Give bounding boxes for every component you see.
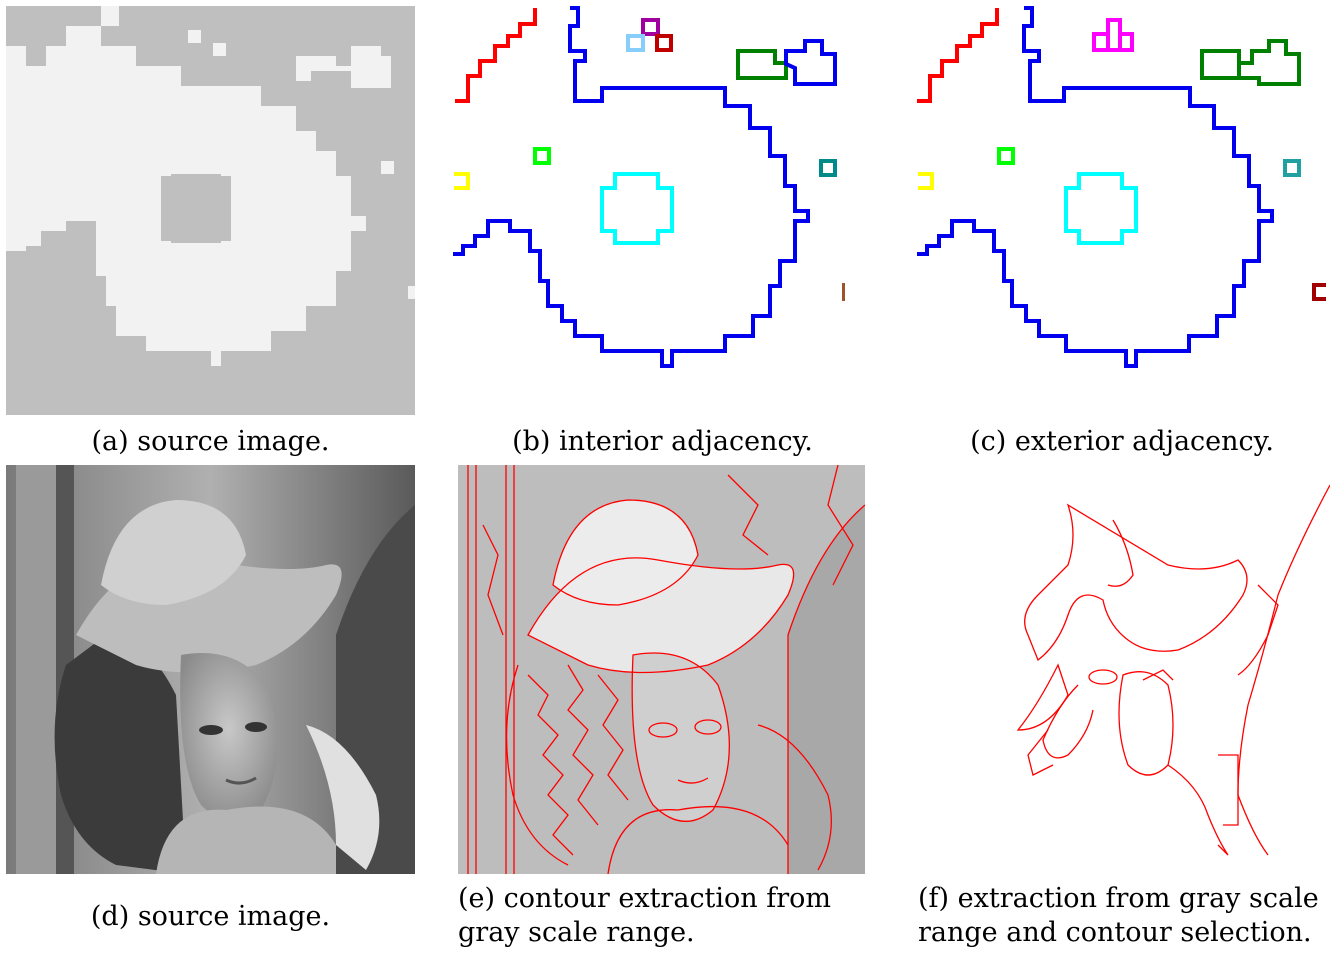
panel-e-contour-extraction (458, 465, 865, 874)
selected-contour-hat-inner (1107, 519, 1134, 587)
hat-crown (101, 500, 246, 605)
contour-yellow (454, 172, 470, 190)
selected-contour-feather (1237, 584, 1279, 676)
selected-contour-right-edge (1237, 484, 1330, 856)
caption-a: (a) source image. (91, 426, 330, 457)
hair-mass (54, 635, 186, 874)
contour-lightblue (626, 34, 645, 52)
eye-right (245, 722, 267, 732)
panel-c-exterior-adjacency (912, 6, 1332, 415)
contour-green-combined (1200, 39, 1301, 86)
contour-lime (997, 147, 1015, 165)
caption-e: (e) contour extraction from gray scale r… (458, 882, 865, 950)
contour-magenta-inner (1106, 34, 1122, 50)
selected-contour-face (1118, 671, 1174, 776)
selected-contour-eye-right (1142, 669, 1174, 681)
caption-e-line1: (e) contour extraction from (458, 883, 832, 914)
panel-a-source-binary-image (6, 6, 415, 415)
caption-f-line1: (f) extraction from gray scale (918, 883, 1319, 914)
contour-darkred (655, 34, 673, 52)
caption-f: (f) extraction from gray scale range and… (918, 882, 1330, 950)
contour-green (736, 49, 788, 80)
caption-b: (b) interior adjacency. (512, 426, 813, 457)
contour-lime (533, 147, 551, 165)
selected-contour-eye (1088, 669, 1118, 685)
binary-hole (161, 176, 231, 241)
panel-f-selected-contours (918, 465, 1330, 874)
overlay-right-region (788, 505, 865, 874)
panel-d-source-grayscale-image (6, 465, 415, 874)
selected-contour-face-lower (1167, 764, 1229, 856)
contour-cyan-hole (600, 172, 674, 245)
contour-teal (819, 159, 837, 177)
caption-f-line2: range and contour selection. (918, 917, 1312, 948)
contour-cyan-hole (1064, 172, 1138, 245)
contour-brown (842, 283, 845, 301)
contour-teal (1283, 159, 1301, 177)
contour-magenta (1092, 18, 1134, 52)
caption-d: (d) source image. (90, 901, 331, 932)
contour-blue-main (453, 6, 810, 368)
contour-blue-main (917, 6, 1274, 368)
shoulder (156, 806, 336, 874)
eye-left (199, 725, 223, 735)
caption-c: (c) exterior adjacency. (970, 426, 1274, 457)
red-contours (467, 465, 865, 874)
caption-e-line2: gray scale range. (458, 917, 695, 948)
selected-contour-hat (1024, 503, 1248, 662)
contour-yellow (918, 172, 934, 190)
contour-purple (641, 18, 660, 36)
selected-contour-shoulder (1218, 754, 1239, 826)
contour-blue-cross (784, 39, 837, 86)
contour-red-staircase (455, 8, 537, 103)
selected-contour-brim-left (1016, 663, 1069, 731)
selected-contour-left-fragment (1027, 729, 1054, 776)
contour-red-staircase (917, 8, 999, 103)
selected-contour-hair (1042, 684, 1094, 759)
feather (306, 725, 380, 870)
mouth (225, 776, 257, 785)
panel-b-interior-adjacency (450, 6, 845, 415)
overlay-crown (553, 500, 698, 605)
contour-darkred (1312, 283, 1326, 301)
